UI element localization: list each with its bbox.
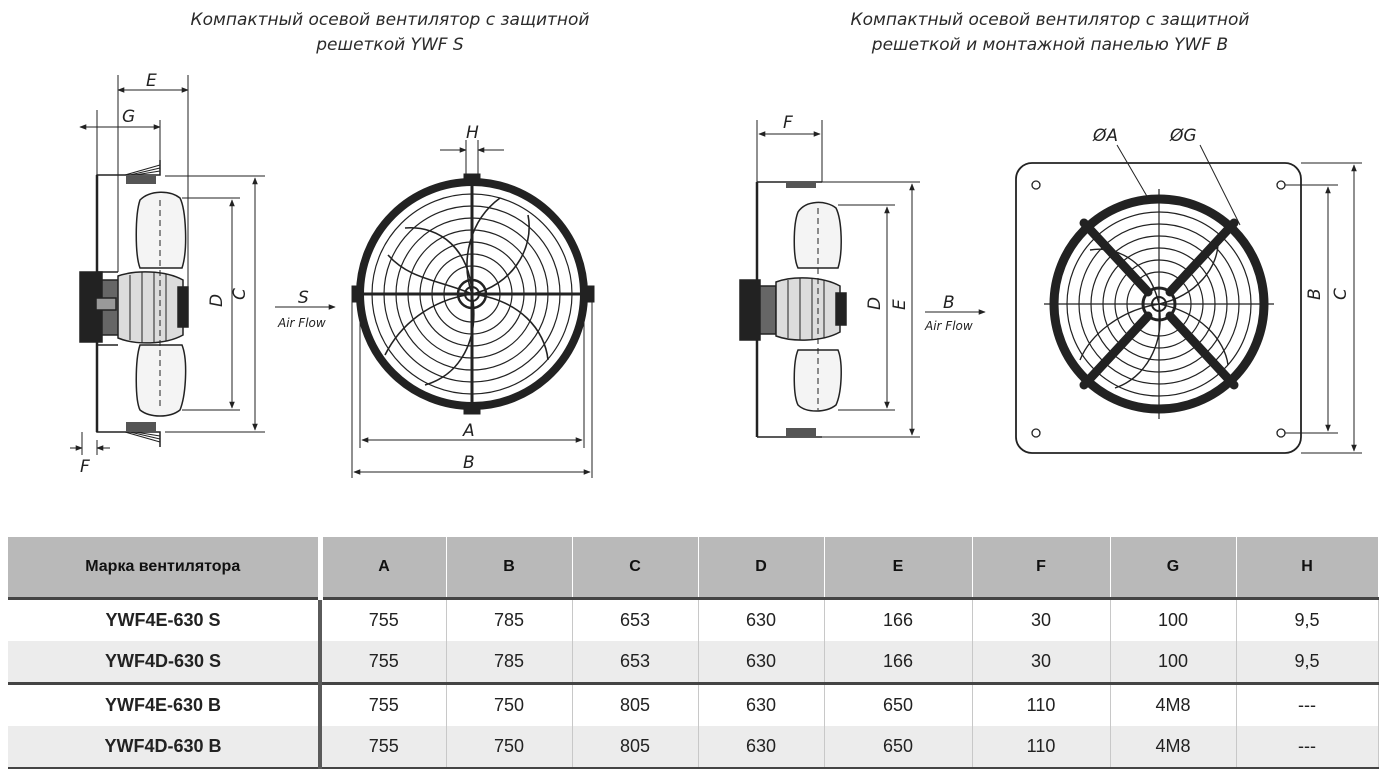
dim-label-d: D [207, 294, 227, 307]
caption-line: решеткой YWF S [316, 35, 464, 55]
cell-a: 755 [320, 597, 447, 641]
cell-h: 9,5 [1236, 641, 1379, 684]
cell-c: 805 [572, 682, 699, 726]
dim-label-e: E [146, 71, 157, 91]
header-e: E [824, 537, 973, 599]
dimensions-table: Марка вентилятора A B C D E F G H YWF4E-… [8, 537, 1379, 769]
cell-c: 805 [572, 726, 699, 769]
cell-c: 653 [572, 641, 699, 684]
cell-e: 166 [824, 641, 973, 684]
header-a: A [320, 537, 447, 599]
cell-d: 630 [698, 682, 825, 726]
cell-e: 166 [824, 597, 973, 641]
dim-label-b-side: B [943, 293, 955, 313]
ywf-b-side-dims [756, 120, 986, 438]
cell-a: 755 [320, 641, 447, 684]
cell-b: 785 [446, 641, 573, 684]
cell-b: 785 [446, 597, 573, 641]
header-d: D [698, 537, 825, 599]
cell-h: --- [1236, 726, 1379, 769]
cell-d: 630 [698, 726, 825, 769]
caption-line: Компактный осевой вентилятор с защитной [190, 10, 590, 30]
caption-line: решеткой и монтажной панелью YWF B [871, 35, 1229, 55]
cell-model: YWF4E-630 S [8, 597, 322, 641]
dim-label-f: F [80, 457, 90, 477]
dim-label-e-b: E [890, 299, 910, 310]
air-flow-label-b: Air Flow [924, 319, 973, 333]
table-row: YWF4E-630 S 755 785 653 630 166 30 100 9… [8, 597, 1379, 641]
cell-model: YWF4D-630 S [8, 641, 322, 684]
air-flow-label: Air Flow [277, 316, 326, 330]
cell-a: 755 [320, 726, 447, 769]
header-b: B [446, 537, 573, 599]
dim-label-s: S [298, 288, 309, 308]
cell-f: 30 [972, 597, 1111, 641]
dim-label-c-front: C [1331, 288, 1351, 300]
cell-e: 650 [824, 682, 973, 726]
cell-g: 100 [1110, 597, 1237, 641]
dim-label-c: C [230, 288, 250, 300]
cell-g: 4M8 [1110, 682, 1237, 726]
header-f: F [972, 537, 1111, 599]
header-model: Марка вентилятора [8, 537, 323, 599]
table-row: YWF4D-630 B 755 750 805 630 650 110 4M8 … [8, 726, 1379, 769]
cell-d: 630 [698, 597, 825, 641]
cell-f: 30 [972, 641, 1111, 684]
technical-drawings: E G D C F S Air Flow [70, 71, 1362, 478]
dim-label-b-front: B [1305, 288, 1325, 300]
dim-label-a: A [462, 421, 475, 441]
ywf-b-front-view [1015, 162, 1302, 454]
dim-label-g: G [122, 107, 135, 127]
cell-f: 110 [972, 682, 1111, 726]
ywf-b-front-dims [1116, 144, 1362, 454]
caption-line: Компактный осевой вентилятор с защитной [850, 10, 1250, 30]
dim-label-dia-g: ØG [1169, 126, 1197, 146]
cell-h: --- [1236, 682, 1379, 726]
header-c: C [572, 537, 699, 599]
caption-ywf-b: Компактный осевой вентилятор с защитной … [770, 8, 1330, 58]
cell-c: 653 [572, 597, 699, 641]
cell-g: 100 [1110, 641, 1237, 684]
cell-model: YWF4D-630 B [8, 726, 322, 769]
cell-e: 650 [824, 726, 973, 769]
ywf-s-front-dims [351, 140, 593, 478]
dim-label-dia-a: ØA [1092, 126, 1118, 146]
table-row: YWF4D-630 S 755 785 653 630 166 30 100 9… [8, 641, 1379, 684]
cell-d: 630 [698, 641, 825, 684]
header-g: G [1110, 537, 1237, 599]
dim-label-b: B [463, 453, 475, 473]
cell-h: 9,5 [1236, 597, 1379, 641]
cell-g: 4M8 [1110, 726, 1237, 769]
dim-label-f-b: F [783, 113, 793, 133]
cell-f: 110 [972, 726, 1111, 769]
ywf-s-side-view [79, 160, 189, 447]
cell-a: 755 [320, 682, 447, 726]
ywf-s-side-dims [70, 75, 336, 455]
ywf-s-front-view [351, 173, 595, 415]
ywf-b-side-view [739, 181, 847, 438]
cell-model: YWF4E-630 B [8, 682, 322, 726]
cell-b: 750 [446, 726, 573, 769]
table-header-row: Марка вентилятора A B C D E F G H [8, 537, 1379, 599]
header-h: H [1236, 537, 1379, 599]
table-row: YWF4E-630 B 755 750 805 630 650 110 4M8 … [8, 682, 1379, 726]
cell-b: 750 [446, 682, 573, 726]
dim-label-d-b: D [865, 297, 885, 310]
dim-label-h: H [466, 123, 479, 143]
caption-ywf-s: Компактный осевой вентилятор с защитной … [110, 8, 670, 58]
